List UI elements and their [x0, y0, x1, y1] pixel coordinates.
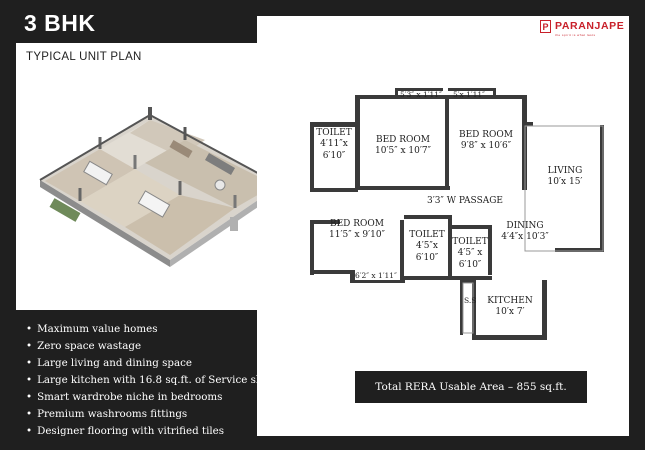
- room-living: LIVING 10′x 15′: [535, 166, 595, 189]
- feature-item: Zero space wastage: [26, 338, 272, 355]
- room-name: BED ROOM: [375, 135, 430, 145]
- room-name: KITCHEN: [487, 296, 533, 306]
- logo-text: PARANJAPE: [555, 20, 625, 33]
- room-name: TOILET: [409, 230, 445, 240]
- room-bedroom-1: BED ROOM 10′5″ x 10′7″: [362, 135, 444, 158]
- feature-item: Smart wardrobe niche in bedrooms: [26, 389, 272, 406]
- room-dims: 10′x 7′: [495, 307, 525, 318]
- room-bedroom-2: BED ROOM 9′8″ x 10′6″: [450, 130, 522, 153]
- service-slab-label: S.S: [464, 296, 477, 305]
- feature-item: Designer flooring with vitrified tiles: [26, 423, 272, 440]
- niche-label-1: 5′3″ x 1′11″: [400, 90, 442, 99]
- room-name: BED ROOM: [458, 130, 513, 140]
- passage-label: 3′3″ W PASSAGE: [427, 196, 503, 206]
- room-dining: DINING 4′4″x 10′3″: [492, 221, 558, 244]
- room-kitchen: KITCHEN 10′x 7′: [480, 296, 540, 319]
- brand-logo: P PARANJAPE: [540, 20, 624, 33]
- room-dims: 4′4″x 10′3″: [501, 232, 549, 243]
- room-name: TOILET: [452, 237, 488, 247]
- features-list: Maximum value homes Zero space wastage L…: [26, 321, 272, 440]
- page-title: 3 BHK: [24, 10, 96, 36]
- feature-item: Large kitchen with 16.8 sq.ft. of Servic…: [26, 372, 272, 389]
- room-dims: 10′5″ x 10′7″: [375, 146, 431, 157]
- niche-label-3: 6′2″ x 1′11″: [355, 271, 397, 280]
- room-name: LIVING: [547, 166, 583, 176]
- room-dims: 10′x 15′: [547, 177, 583, 188]
- feature-item: Large living and dining space: [26, 355, 272, 372]
- room-dims: 11′5″ x 9′10″: [329, 230, 385, 241]
- logo-mark: P: [540, 20, 551, 33]
- room-name: BED ROOM: [329, 219, 384, 229]
- room-name: TOILET: [316, 128, 352, 138]
- isometric-render-image: [39, 107, 281, 267]
- room-dims: 9′8″ x 10′6″: [460, 141, 512, 152]
- feature-item: Maximum value homes: [26, 321, 272, 338]
- floor-plan-walls: [310, 88, 604, 340]
- right-panel: [257, 16, 629, 436]
- page-subtitle: TYPICAL UNIT PLAN: [26, 51, 142, 63]
- room-bedroom-3: BED ROOM 11′5″ x 9′10″: [316, 219, 398, 242]
- room-name: DINING: [506, 221, 544, 231]
- brand-tagline: the spirit is what lasts: [555, 33, 596, 37]
- niche-label-2: 5′x 1′11″: [453, 90, 485, 99]
- rera-area-banner: Total RERA Usable Area – 855 sq.ft.: [355, 371, 587, 403]
- feature-item: Premium washrooms fittings: [26, 406, 272, 423]
